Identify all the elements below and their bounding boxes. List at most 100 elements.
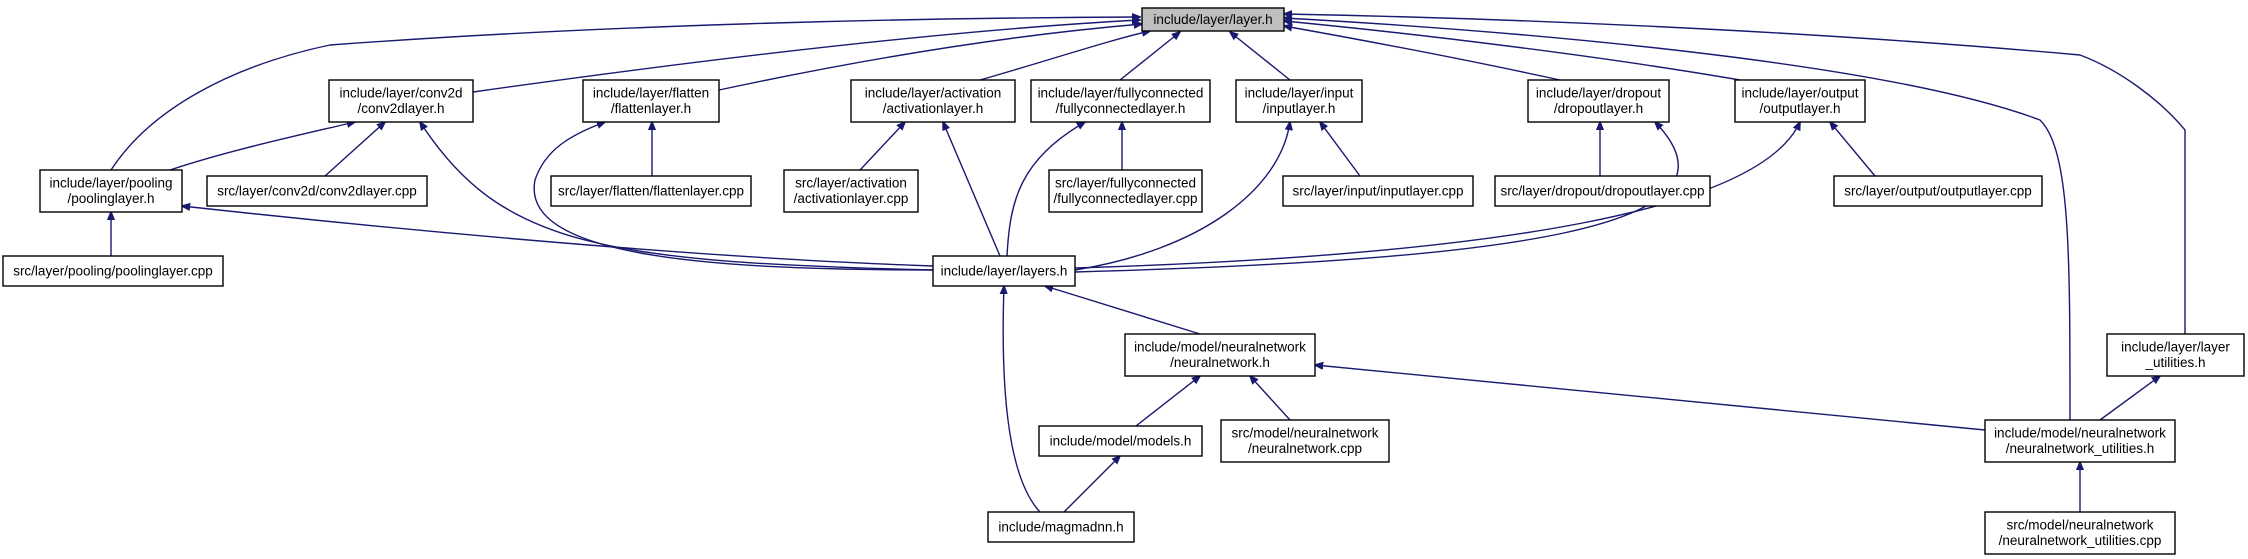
node-label-line: /neuralnetwork.cpp (1248, 441, 1362, 456)
node-label-line: include/layer/activation (865, 86, 1002, 101)
edge-magmadnn-h-to-models-h (1063, 456, 1120, 513)
edge-layers-h-to-fullyconnectedlayer-h (1006, 122, 1085, 257)
edge-activationlayer-h-to-layer-h (979, 31, 1150, 81)
node-box (328, 79, 474, 123)
node-box (1282, 175, 1474, 207)
node-label-line: include/magmadnn.h (998, 519, 1123, 534)
node-label-line: src/model/neuralnetwork (2006, 518, 2153, 533)
node-models-h[interactable]: include/model/models.h (1038, 425, 1203, 457)
node-label-line: include/layer/layer (2121, 340, 2230, 355)
edge-layers-h-to-outputlayer-h (1074, 122, 1800, 269)
node-conv2dlayer-h[interactable]: include/layer/conv2d/conv2dlayer.h (328, 79, 474, 123)
node-magmadnn-h[interactable]: include/magmadnn.h (987, 511, 1135, 543)
edge-outputlayer-h-to-layer-h (1284, 21, 1741, 81)
node-label-line: include/layer/dropout (1536, 86, 1662, 101)
node-label-line: include/layer/input (1245, 86, 1354, 101)
edge-poolinglayer-h-to-layer-h (110, 17, 1140, 171)
node-layer-h[interactable]: include/layer/layer.h (1141, 7, 1285, 32)
node-label-line: src/layer/conv2d/conv2dlayer.cpp (217, 183, 417, 198)
node-label-line: /neuralnetwork_utilities.h (2006, 441, 2155, 456)
node-box (1984, 511, 2176, 555)
node-label-line: src/layer/dropout/dropoutlayer.cpp (1500, 183, 1704, 198)
node-label-line: include/layer/conv2d (339, 86, 462, 101)
node-label-line: src/layer/input/inputlayer.cpp (1292, 183, 1463, 198)
node-label-line: /outputlayer.h (1759, 101, 1840, 116)
node-dropoutlayer-cpp[interactable]: src/layer/dropout/dropoutlayer.cpp (1494, 175, 1711, 207)
node-fullyconnectedlayer-h[interactable]: include/layer/fullyconnected/fullyconnec… (1030, 79, 1211, 123)
node-box (1048, 169, 1203, 213)
node-label-line: include/layer/flatten (593, 86, 709, 101)
node-poolinglayer-h[interactable]: include/layer/pooling/poolinglayer.h (39, 169, 183, 213)
edge-layers-h-to-flattenlayer-h (533, 122, 934, 271)
node-activationlayer-h[interactable]: include/layer/activation/activationlayer… (850, 79, 1016, 123)
edge-neuralnetwork-utilities-h-to-neuralnetwork-h (1315, 365, 1986, 431)
node-box (582, 79, 720, 123)
node-box (1734, 79, 1866, 123)
node-outputlayer-h[interactable]: include/layer/output/outputlayer.h (1734, 79, 1866, 123)
node-box (1220, 419, 1390, 463)
node-box (1124, 333, 1316, 377)
node-inputlayer-cpp[interactable]: src/layer/input/inputlayer.cpp (1282, 175, 1474, 207)
node-label-line: _utilities.h (2144, 355, 2205, 370)
node-neuralnetwork-h[interactable]: include/model/neuralnetwork/neuralnetwor… (1124, 333, 1316, 377)
node-box (1494, 175, 1711, 207)
node-label-line: /conv2dlayer.h (357, 101, 444, 116)
node-box (1833, 175, 2043, 207)
node-label-line: /fullyconnectedlayer.h (1056, 101, 1186, 116)
edge-outputlayer-cpp-to-outputlayer-h (1830, 122, 1876, 177)
node-outputlayer-cpp[interactable]: src/layer/output/outputlayer.cpp (1833, 175, 2043, 207)
node-fullyconnectedlayer-cpp[interactable]: src/layer/fullyconnected/fullyconnectedl… (1048, 169, 1203, 213)
node-label-line: /activationlayer.h (883, 101, 984, 116)
node-box (2106, 333, 2245, 377)
node-label-line: src/model/neuralnetwork (1231, 426, 1378, 441)
node-label-line: include/layer/pooling (49, 176, 172, 191)
node-box (1038, 425, 1203, 457)
node-layer-utilities-h[interactable]: include/layer/layer_utilities.h (2106, 333, 2245, 377)
node-dropoutlayer-h[interactable]: include/layer/dropout/dropoutlayer.h (1527, 79, 1670, 123)
edge-neuralnetwork-cpp-to-neuralnetwork-h (1250, 376, 1291, 421)
node-label-line: /activationlayer.cpp (794, 191, 909, 206)
node-flattenlayer-cpp[interactable]: src/layer/flatten/flattenlayer.cpp (550, 175, 752, 207)
node-label-line: src/layer/activation (795, 176, 907, 191)
node-box (1030, 79, 1211, 123)
edge-layers-h-to-inputlayer-h (1074, 122, 1290, 271)
node-box (1527, 79, 1670, 123)
node-poolinglayer-cpp[interactable]: src/layer/pooling/poolinglayer.cpp (2, 255, 224, 287)
node-label-line: include/layer/fullyconnected (1038, 86, 1204, 101)
node-box (1235, 79, 1363, 123)
node-label-line: /inputlayer.h (1263, 101, 1336, 116)
node-layers-h[interactable]: include/layer/layers.h (932, 255, 1076, 287)
edge-poolinglayer-h-to-conv2dlayer-h (169, 122, 355, 171)
node-neuralnetwork-utilities-h[interactable]: include/model/neuralnetwork/neuralnetwor… (1984, 419, 2176, 463)
node-label-line: include/model/models.h (1050, 433, 1192, 448)
node-conv2dlayer-cpp[interactable]: src/layer/conv2d/conv2dlayer.cpp (206, 175, 428, 207)
node-inputlayer-h[interactable]: include/layer/input/inputlayer.h (1235, 79, 1363, 123)
node-box (2, 255, 224, 287)
node-label-line: include/model/neuralnetwork (1994, 426, 2166, 441)
nodes: include/layer/layer.h include/layer/conv2… (2, 7, 2245, 555)
node-label-line: src/layer/pooling/poolinglayer.cpp (13, 263, 213, 278)
edge-layer-utilities-h-to-layer-h (1284, 14, 2186, 334)
edge-layers-h-to-conv2dlayer-h (420, 122, 934, 271)
node-neuralnetwork-cpp[interactable]: src/model/neuralnetwork/neuralnetwork.cp… (1220, 419, 1390, 463)
node-box (987, 511, 1135, 543)
node-box (39, 169, 183, 213)
node-label-line: /fullyconnectedlayer.cpp (1053, 191, 1197, 206)
node-flattenlayer-h[interactable]: include/layer/flatten/flattenlayer.h (582, 79, 720, 123)
node-box (1984, 419, 2176, 463)
edge-flattenlayer-h-to-layer-h (718, 24, 1142, 91)
edge-layers-h-to-dropoutlayer-h (1074, 122, 1679, 273)
edge-inputlayer-h-to-layer-h (1230, 32, 1291, 81)
node-label-line: src/layer/flatten/flattenlayer.cpp (558, 183, 744, 198)
edge-conv2dlayer-cpp-to-conv2dlayer-h (324, 122, 385, 177)
node-neuralnetwork-utilities-cpp[interactable]: src/model/neuralnetwork/neuralnetwork_ut… (1984, 511, 2176, 555)
edge-neuralnetwork-h-to-layers-h (1045, 286, 1201, 335)
edge-neuralnetwork-utilities-h-to-layer-utilities-h (2099, 376, 2160, 421)
edge-layers-h-to-poolinglayer-h (182, 206, 934, 267)
edge-conv2dlayer-h-to-layer-h (472, 20, 1140, 93)
node-label-line: src/layer/fullyconnected (1055, 176, 1196, 191)
node-activationlayer-cpp[interactable]: src/layer/activation/activationlayer.cpp (783, 169, 919, 213)
node-label-line: /neuralnetwork_utilities.cpp (1999, 533, 2162, 548)
node-label-line: include/layer/output (1741, 86, 1858, 101)
